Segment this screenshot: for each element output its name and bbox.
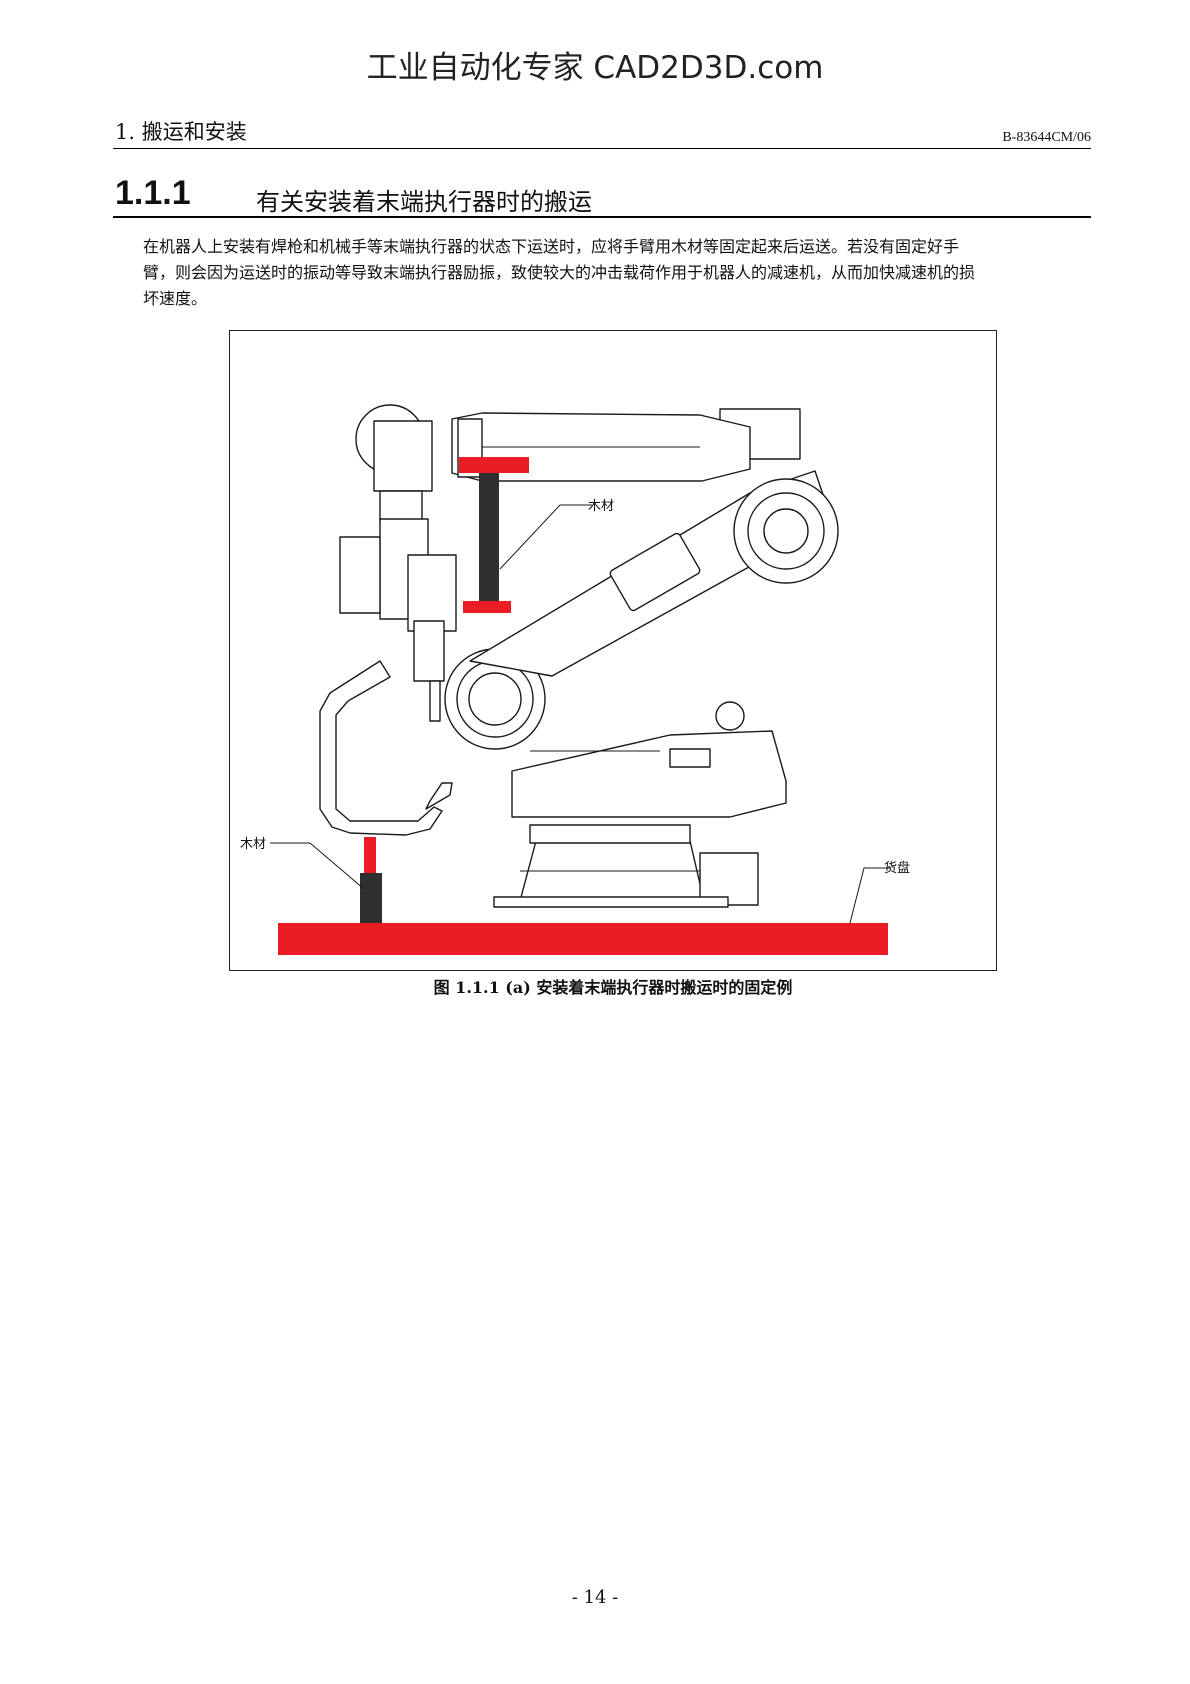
figure-frame: 木材 木材 货盘 [229,330,997,971]
body-paragraph: 在机器人上安装有焊枪和机械手等末端执行器的状态下运送时，应将手臂用木材等固定起来… [143,234,1089,312]
pallet [278,923,888,955]
document-number: B-83644CM/06 [1002,130,1091,145]
arm-plate [609,532,701,612]
section-number: 1.1.1 [115,174,191,212]
wood-lower-top [364,837,376,873]
page-number: - 14 - [571,1587,619,1608]
wood-lower-post [360,873,382,923]
body-line: 坏速度。 [143,289,208,308]
section-title: 有关安装着末端执行器时的搬运 [256,188,592,216]
base-ring [529,824,691,844]
label-pallet: 货盘 [884,861,911,876]
figure-caption: 图 1.1.1 (a) 安装着末端执行器时搬运时的固定例 [433,978,793,997]
label-wood-lower: 木材 [240,837,267,852]
body-line: 臂，则会因为运送时的振动等导致末端执行器励振，致使较大的冲击载荷作用于机器人的减… [143,263,976,282]
j2-housing [511,730,787,818]
wood-upper-bottom [463,601,511,613]
chapter-title: 1. 搬运和安装 [115,120,247,144]
gun-c-frame [319,660,443,836]
watermark: 工业自动化专家 CAD2D3D.com [366,50,824,86]
section-heading: 1.1.1 有关安装着末端执行器时的搬运 [113,172,1091,218]
body-line: 在机器人上安装有焊枪和机械手等末端执行器的状态下运送时，应将手臂用木材等固定起来… [143,237,960,256]
running-header: 1. 搬运和安装 B-83644CM/06 [113,120,1091,149]
wood-upper-top [459,457,529,473]
robot-drawing [270,404,890,955]
wood-upper-post [479,473,499,601]
label-wood-upper: 木材 [588,499,615,514]
